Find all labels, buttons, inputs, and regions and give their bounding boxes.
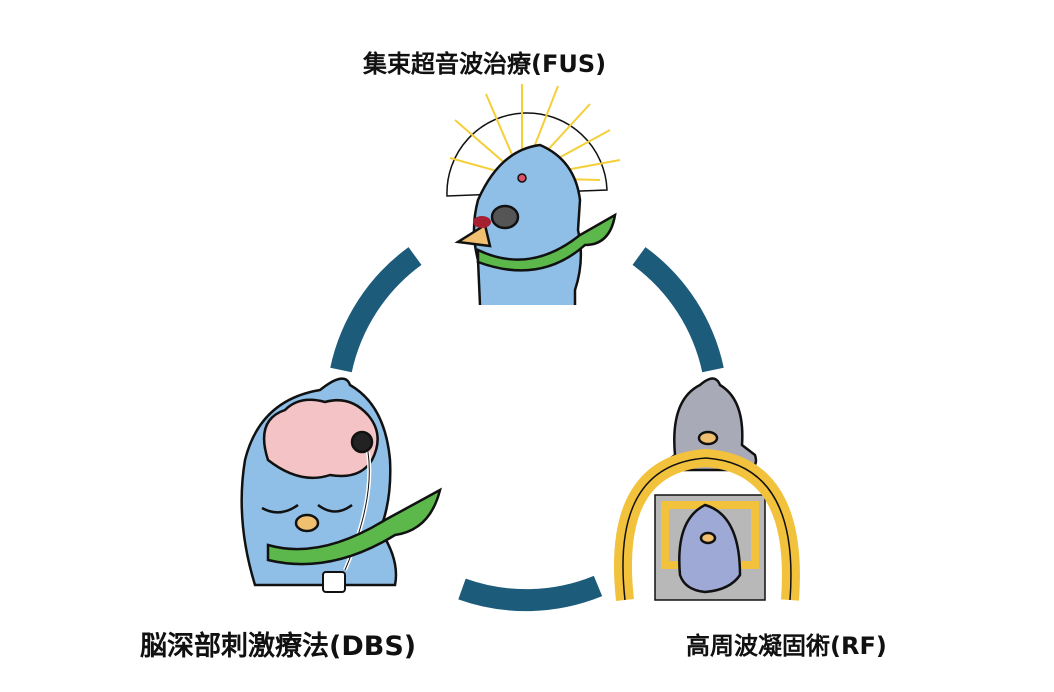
fus-beak (454, 223, 492, 248)
fus-cheek (473, 216, 491, 228)
ring-arc-bottom (458, 575, 603, 612)
label-rf: 高周波凝固術(RF) (686, 632, 887, 660)
dbs-closed-eyes (261, 503, 353, 514)
cycle-ring (330, 247, 724, 612)
rf-illustration (613, 377, 800, 601)
dbs-electrode-cap (350, 430, 374, 454)
dbs-scarf (266, 487, 442, 566)
fus-bird-illustration (446, 84, 621, 306)
dbs-brain (262, 398, 379, 480)
fus-eye (490, 204, 520, 230)
label-dbs: 脳深部刺激療法(DBS) (140, 631, 417, 662)
dbs-bird-illustration (240, 377, 442, 593)
fus-scarf (476, 212, 617, 272)
ring-arc-left (330, 247, 422, 373)
patient-beak (699, 531, 717, 545)
stereotactic-frame-outline (622, 457, 792, 601)
doctor-beak (697, 430, 719, 446)
label-fus: 集束超音波治療(FUS) (363, 50, 607, 78)
dbs-stimulator (322, 571, 346, 593)
patient-bird (678, 503, 742, 594)
dbs-beak (294, 513, 320, 533)
focus-point (517, 173, 527, 183)
ring-arc-right (632, 247, 724, 373)
